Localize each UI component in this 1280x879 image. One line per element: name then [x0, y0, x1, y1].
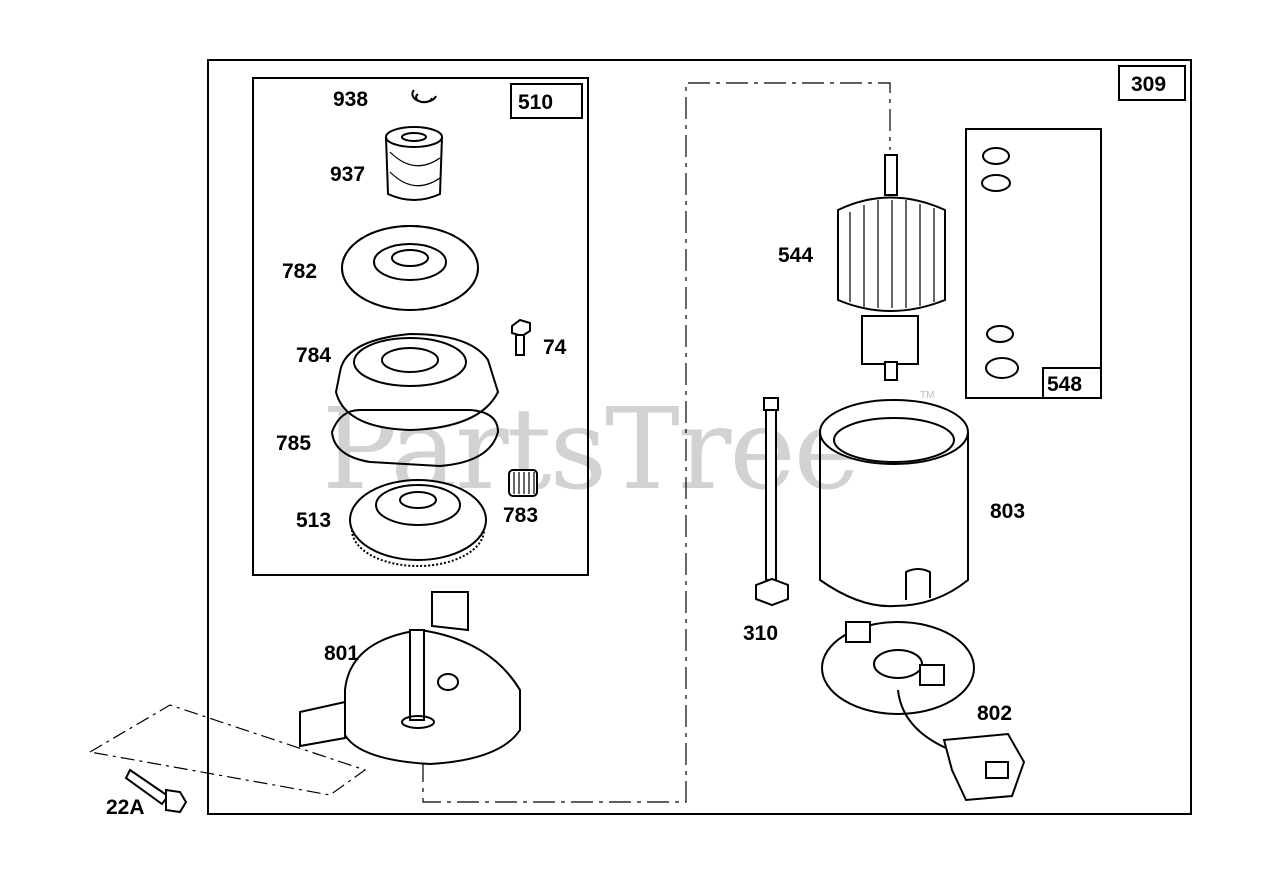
label-74: 74 [543, 336, 567, 359]
brush-plate-wire [897, 689, 947, 749]
armature-544 [837, 154, 946, 381]
end-cap-ear-left [299, 700, 346, 748]
box-548-tag [1042, 367, 1102, 399]
label-513: 513 [296, 509, 331, 532]
housing-wall [819, 432, 969, 608]
helix-threads [389, 151, 441, 187]
pinion-body [508, 469, 538, 497]
end-cap-body [344, 628, 521, 766]
ring-gear-body [349, 479, 487, 561]
washer-2 [981, 174, 1011, 192]
ring-gear-teeth [351, 529, 485, 567]
screw-74 [511, 318, 531, 356]
housing-top [819, 399, 969, 465]
bolt-shank [124, 768, 170, 806]
cover-body [334, 332, 500, 432]
helix-body [385, 136, 443, 201]
end-cap-hole [437, 673, 459, 691]
end-cap-801 [299, 591, 521, 766]
watermark-tm: TM [920, 390, 934, 401]
pinion-783 [508, 469, 538, 497]
housing-803 [819, 399, 969, 608]
screw-shank [515, 334, 525, 356]
brush-plate-base [821, 621, 975, 715]
cover-784 [334, 332, 500, 432]
label-784: 784 [296, 344, 331, 367]
label-938: 938 [333, 88, 368, 111]
washer-1 [982, 147, 1010, 165]
gear-hub [373, 243, 447, 281]
armature-windings [849, 200, 935, 308]
e-clip-inner [415, 93, 433, 104]
end-cap-boss [401, 715, 435, 729]
bolt-head [165, 788, 188, 814]
brush-holder-2 [919, 664, 945, 686]
housing-inner [833, 417, 955, 463]
through-bolt-310 [755, 397, 789, 607]
brush-plate-connector [942, 732, 1026, 802]
cover-hole [381, 347, 439, 373]
armature-shaft-bottom [884, 361, 898, 381]
label-801: 801 [324, 642, 359, 665]
e-clip-938 [411, 89, 437, 104]
brush-holder-1 [845, 621, 871, 643]
armature-commutator [861, 315, 919, 365]
screw-head [511, 318, 531, 338]
end-cap-ear-top [431, 591, 469, 632]
gear-bore [391, 249, 429, 267]
connector-socket [985, 761, 1009, 779]
label-785: 785 [276, 432, 311, 455]
bolt-22a [124, 768, 188, 814]
bolt-callout-dash [88, 704, 367, 796]
label-22a: 22A [106, 796, 145, 819]
through-bolt-shank [765, 409, 777, 581]
gasket-outline [330, 409, 500, 468]
assembly-frame-309: 309 [207, 59, 1192, 815]
brush-plate-802 [821, 621, 1026, 802]
box-510-frame [252, 77, 589, 576]
through-bolt-thread [763, 397, 779, 411]
label-544: 544 [778, 244, 813, 267]
gear-kit-box-510: 510 [252, 77, 589, 576]
washer-3 [986, 325, 1014, 343]
label-310: 310 [743, 622, 778, 645]
through-bolt-head [755, 577, 789, 607]
label-783: 783 [503, 504, 538, 527]
label-803: 803 [990, 500, 1025, 523]
end-cap-shaft [409, 629, 425, 721]
box-309-tag [1118, 65, 1186, 101]
gear-782 [341, 225, 480, 311]
gear-teeth [341, 225, 480, 311]
helix-bore [401, 132, 427, 142]
armature-shaft-top [884, 154, 898, 196]
helix-937 [385, 126, 443, 201]
gasket-785 [330, 409, 500, 468]
box-548-label: 548 [1047, 373, 1082, 396]
ring-gear-hub [399, 491, 437, 509]
washer-4 [985, 357, 1019, 379]
washer-kit-box-548: 548 [965, 128, 1102, 399]
assembly-dash-line [422, 82, 891, 803]
box-510-label: 510 [518, 91, 553, 114]
box-548-frame [965, 128, 1102, 399]
outer-frame [207, 59, 1192, 815]
cover-rim [353, 337, 467, 387]
ring-gear-carrier [375, 484, 461, 526]
leader-lines [88, 82, 891, 803]
label-802: 802 [977, 702, 1012, 725]
ring-gear-513 [349, 479, 487, 567]
helix-top [385, 126, 443, 148]
box-510-tag [510, 83, 583, 119]
part-labels: 938 937 782 74 784 785 513 783 801 22A 5… [106, 88, 1025, 819]
pinion-teeth [513, 472, 535, 494]
washers-548 [981, 147, 1019, 379]
label-937: 937 [330, 163, 365, 186]
box-309-label: 309 [1131, 73, 1166, 96]
housing-notch [905, 568, 931, 600]
label-782: 782 [282, 260, 317, 283]
